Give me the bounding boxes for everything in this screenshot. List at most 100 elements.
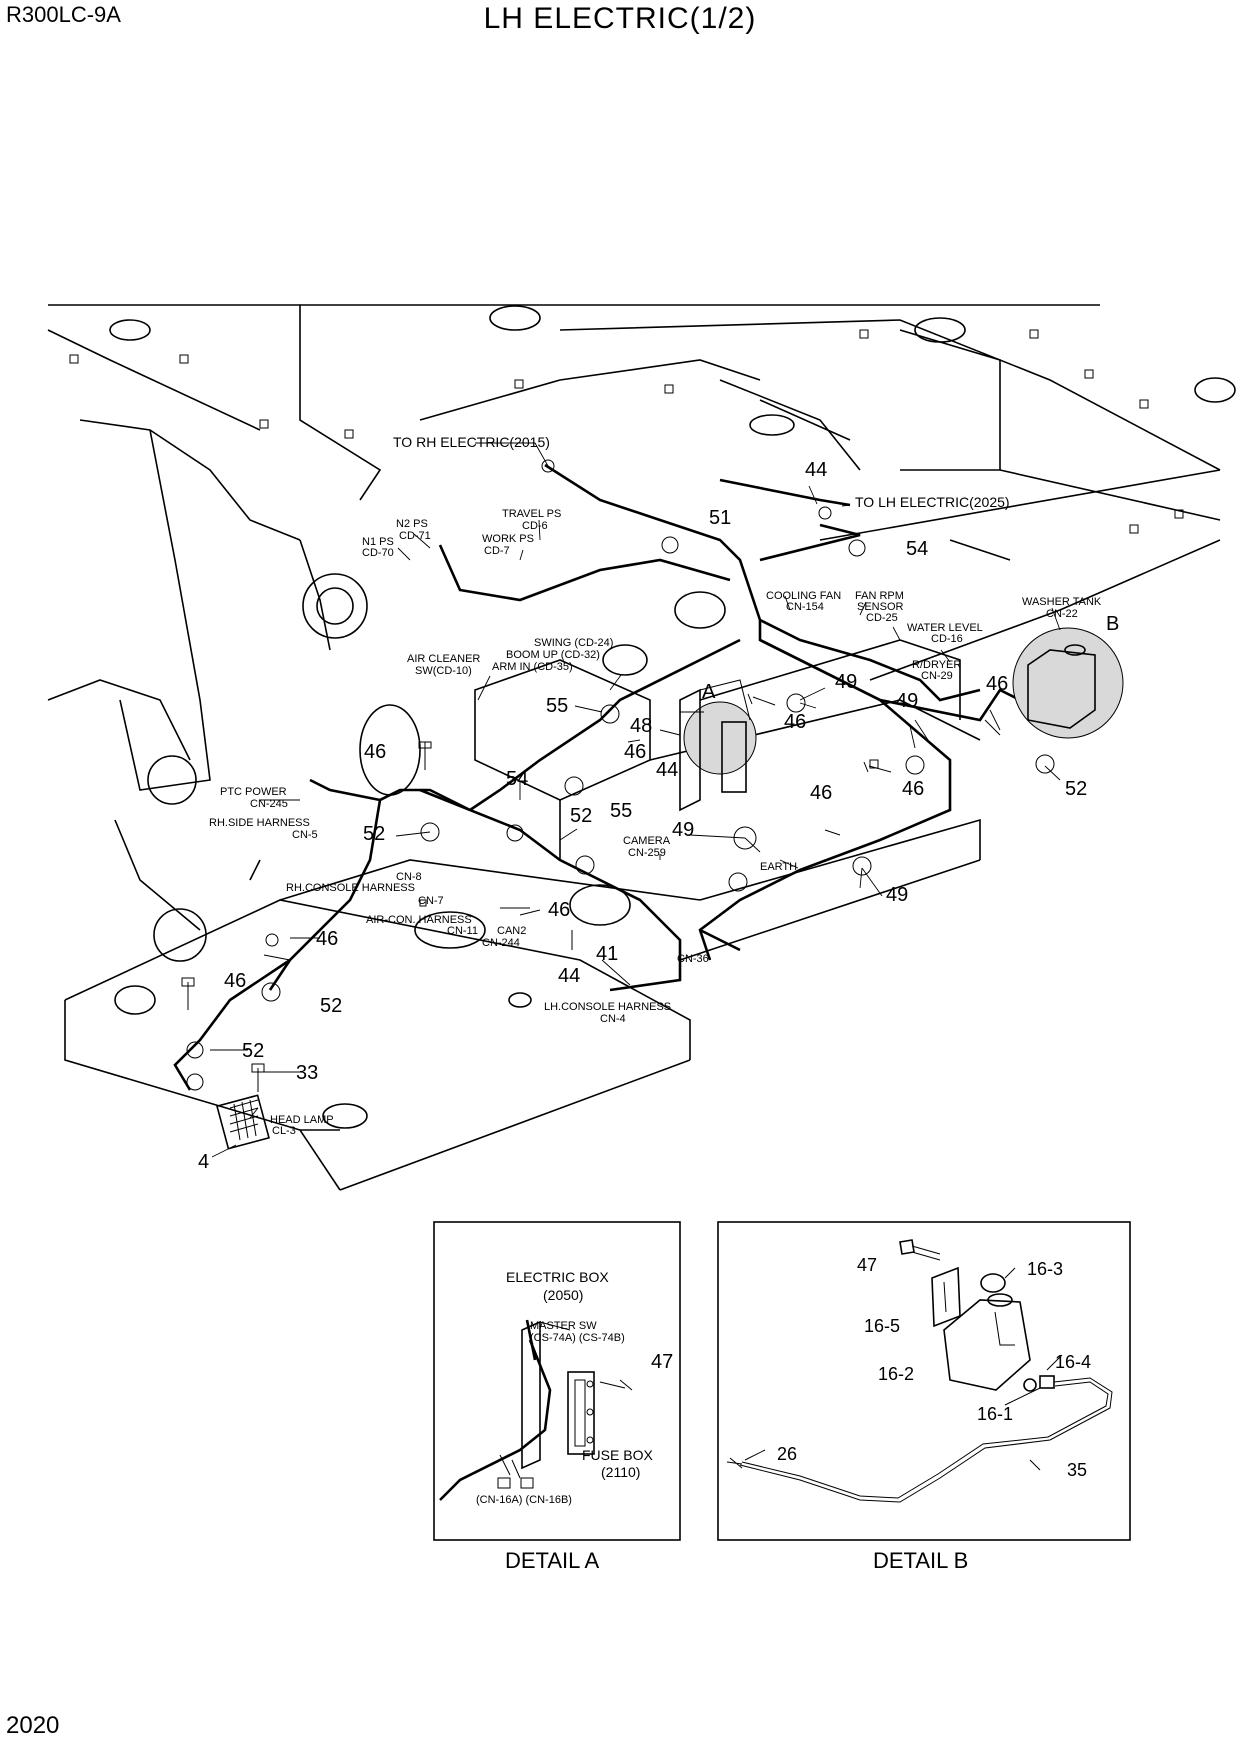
callout-41: 41 xyxy=(596,943,618,965)
callout-54: 54 xyxy=(906,538,928,560)
callout-54: 54 xyxy=(506,768,528,790)
label-cn22: CN-22 xyxy=(1046,608,1078,620)
main-view-labels: TO RH ELECTRIC(2015) TO LH ELECTRIC(2025… xyxy=(209,434,1119,1137)
detail-a-connectors: (CN-16A) (CN-16B) xyxy=(476,1494,572,1506)
callout-46: 46 xyxy=(364,741,386,763)
detail-b-callout-35: 35 xyxy=(1067,1460,1087,1480)
label-work-ps: WORK PS xyxy=(482,533,534,545)
detail-a-electric-box-ref: (2050) xyxy=(543,1287,583,1303)
detail-a-electric-box: ELECTRIC BOX xyxy=(506,1269,609,1285)
label-rh-console-harness: RH.CONSOLE HARNESS xyxy=(286,882,415,894)
detail-b-callout-16-4: 16-4 xyxy=(1055,1352,1091,1372)
label-fan-rpm: FAN RPM xyxy=(855,590,904,602)
label-n2-ps: N2 PS xyxy=(396,518,428,530)
detail-a-fuse-box-ref: (2110) xyxy=(601,1464,640,1480)
label-to-lh-electric: TO LH ELECTRIC(2025) xyxy=(855,494,1010,510)
callout-46: 46 xyxy=(316,928,338,950)
callout-51: 51 xyxy=(709,507,731,529)
detail-a-highlight xyxy=(683,701,757,775)
detail-b-callout-47: 47 xyxy=(857,1255,877,1275)
callout-46: 46 xyxy=(624,741,646,763)
label-cn7: CN-7 xyxy=(418,895,444,907)
callout-46: 46 xyxy=(902,778,924,800)
detail-b-caption: DETAIL B xyxy=(873,1548,968,1573)
washer-tank-main xyxy=(1027,644,1096,729)
label-head-lamp: HEAD LAMP xyxy=(270,1114,334,1126)
detail-b-panel: 47 16-3 16-5 16-2 16-4 16-1 26 35 xyxy=(717,1221,1131,1541)
label-rh-side-harness: RH.SIDE HARNESS xyxy=(209,817,310,829)
detail-b-callout-16-2: 16-2 xyxy=(878,1364,914,1384)
label-aircon-harness: AIR-CON. HARNESS xyxy=(366,914,472,926)
label-cn259: CN-259 xyxy=(628,847,666,859)
page-number: 2020 xyxy=(6,1712,60,1739)
label-cn36: CN-36 xyxy=(677,953,709,965)
callout-55: 55 xyxy=(610,800,632,822)
callout-49: 49 xyxy=(896,690,918,712)
detail-a-caption: DETAIL A xyxy=(505,1548,599,1573)
callout-46: 46 xyxy=(810,782,832,804)
callout-49: 49 xyxy=(886,884,908,906)
callout-46: 46 xyxy=(986,673,1008,695)
label-sw-cd10: SW(CD-10) xyxy=(415,665,472,677)
wiring-harness xyxy=(173,463,1091,1091)
callout-46: 46 xyxy=(784,711,806,733)
head-lamp-main xyxy=(216,1094,270,1150)
page-title: LH ELECTRIC(1/2) xyxy=(483,2,757,35)
label-earth: EARTH xyxy=(760,861,797,873)
label-cd70: CD-70 xyxy=(362,547,394,559)
label-cn11: CN-11 xyxy=(447,925,478,937)
electric-box-main xyxy=(679,679,751,812)
label-cooling-fan: COOLING FAN xyxy=(766,590,841,602)
label-to-rh-electric: TO RH ELECTRIC(2015) xyxy=(393,434,550,450)
callout-44: 44 xyxy=(558,965,580,987)
label-can2: CAN2 xyxy=(497,925,526,937)
label-cn5: CN-5 xyxy=(292,829,318,841)
label-cn4: CN-4 xyxy=(600,1013,626,1025)
callout-46: 46 xyxy=(548,899,570,921)
callout-33: 33 xyxy=(296,1062,318,1084)
label-swing: SWING (CD-24) xyxy=(534,637,613,649)
label-cd7: CD-7 xyxy=(484,545,510,557)
label-letter-a: A xyxy=(702,681,716,703)
label-arm-in: ARM IN (CD-35) xyxy=(492,661,573,673)
label-travel-ps: TRAVEL PS xyxy=(502,508,561,520)
label-camera: CAMERA xyxy=(623,835,671,847)
detail-b-highlight xyxy=(1012,627,1124,739)
detail-a-callout-47: 47 xyxy=(651,1351,673,1373)
label-cn8: CN-8 xyxy=(396,871,422,883)
detail-a-panel: ELECTRIC BOX (2050) MASTER SW (CS-74A) (… xyxy=(433,1221,681,1541)
callout-46: 46 xyxy=(224,970,246,992)
callout-55: 55 xyxy=(546,695,568,717)
callout-49: 49 xyxy=(672,819,694,841)
label-cd25: CD-25 xyxy=(866,612,898,624)
detail-a-master-sw: MASTER SW xyxy=(530,1320,597,1332)
label-cd71: CD-71 xyxy=(399,530,431,542)
label-n1-ps: N1 PS xyxy=(362,536,394,548)
callout-numbers: 44 51 54 49 46 46 55 48 46 44 46 54 55 5… xyxy=(198,459,1087,1173)
label-cn154: CN-154 xyxy=(786,601,824,613)
label-washer-tank: WASHER TANK xyxy=(1022,596,1102,608)
bolts xyxy=(181,693,1001,1092)
detail-b-callout-26: 26 xyxy=(777,1444,797,1464)
label-rdryer: R/DRYER xyxy=(912,659,961,671)
label-sensor: SENSOR xyxy=(857,601,904,613)
callout-48: 48 xyxy=(630,715,652,737)
callout-44: 44 xyxy=(656,759,678,781)
label-ptc-power: PTC POWER xyxy=(220,786,287,798)
callout-52: 52 xyxy=(363,823,385,845)
model-name: R300LC-9A xyxy=(6,2,121,27)
label-boom-up: BOOM UP (CD-32) xyxy=(506,649,600,661)
callout-44: 44 xyxy=(805,459,827,481)
detail-b-callout-16-5: 16-5 xyxy=(864,1316,900,1336)
detail-b-callout-16-1: 16-1 xyxy=(977,1404,1013,1424)
leader-lines xyxy=(210,442,1061,1158)
callout-52: 52 xyxy=(570,805,592,827)
callout-49: 49 xyxy=(835,671,857,693)
label-air-cleaner: AIR CLEANER xyxy=(407,653,480,665)
detail-a-fuse-box: FUSE BOX xyxy=(582,1447,653,1463)
callout-52: 52 xyxy=(1065,778,1087,800)
label-cn245: CN-245 xyxy=(250,798,288,810)
callout-52: 52 xyxy=(242,1040,264,1062)
label-lh-console-harness: LH.CONSOLE HARNESS xyxy=(544,1001,671,1013)
